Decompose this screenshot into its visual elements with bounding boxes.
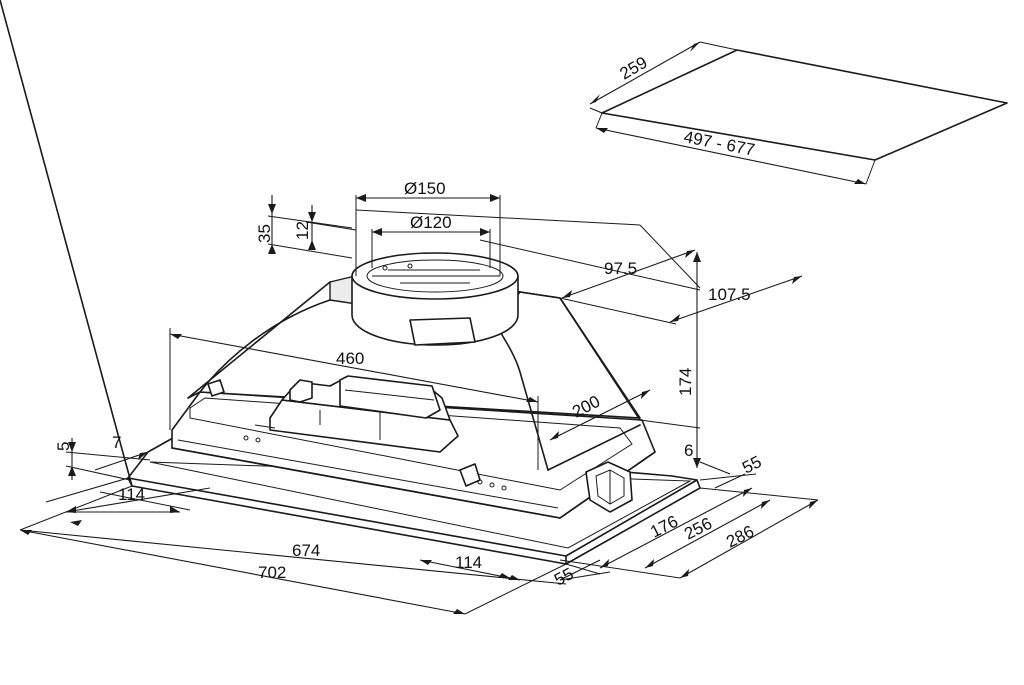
cooker-hood-body — [0, 0, 701, 565]
label-5: 5 — [54, 442, 73, 451]
label-674: 674 — [292, 541, 320, 560]
label-259: 259 — [617, 53, 651, 84]
cutout-plate — [589, 41, 1008, 185]
label-d120: Ø120 — [410, 213, 452, 232]
label-256: 256 — [681, 514, 715, 544]
label-7: 7 — [112, 433, 121, 452]
label-114-left: 114 — [118, 485, 145, 504]
label-35: 35 — [255, 224, 274, 243]
label-702: 702 — [258, 563, 286, 582]
label-97-5: 97.5 — [604, 259, 637, 278]
label-d150: Ø150 — [404, 179, 446, 198]
dimension-lines — [19, 41, 867, 615]
label-176: 176 — [647, 512, 681, 542]
label-12: 12 — [293, 221, 312, 240]
label-286: 286 — [723, 522, 757, 552]
label-460: 460 — [336, 349, 364, 368]
label-107-5: 107.5 — [708, 285, 751, 304]
label-114-right: 114 — [455, 553, 482, 572]
label-55-bottom: 55 — [551, 564, 576, 590]
label-174: 174 — [676, 368, 695, 396]
label-6: 6 — [684, 441, 693, 460]
label-55-top: 55 — [739, 452, 764, 478]
